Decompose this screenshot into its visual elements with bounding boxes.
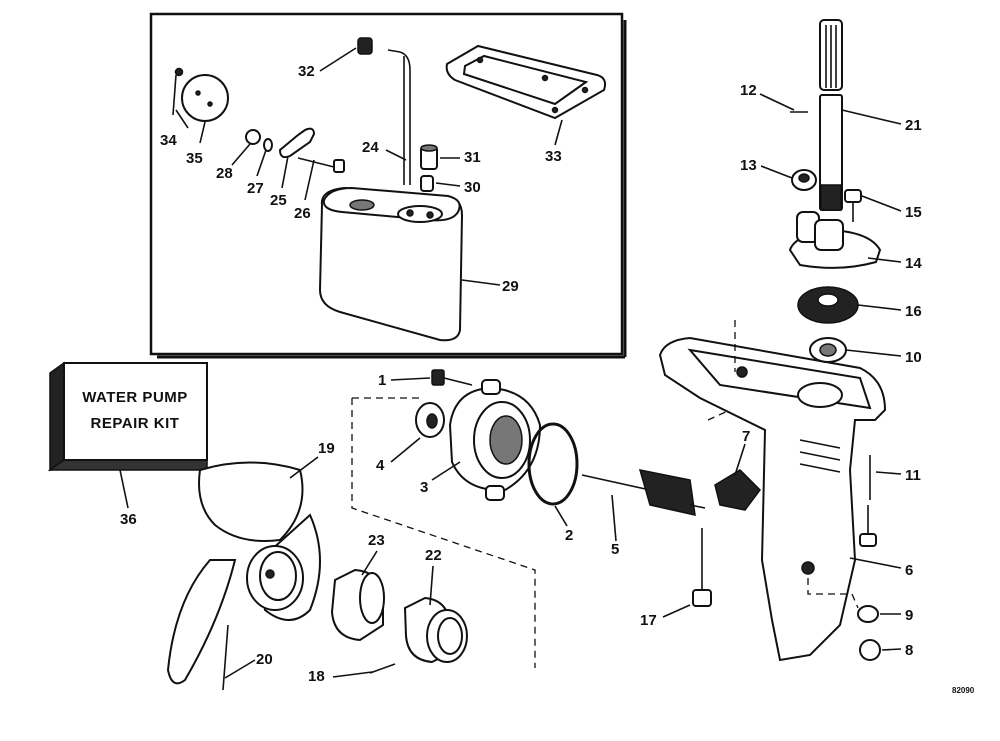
callout-16: 16: [905, 303, 922, 320]
callout-19: 19: [318, 440, 335, 457]
repair-kit-box: [47, 361, 208, 472]
part-25-bracket: [278, 127, 316, 159]
kit-dashed-outline: [351, 397, 536, 668]
part-26-bolt: [297, 157, 345, 173]
callout-17: 17: [640, 612, 657, 629]
leader-lines: [119, 47, 902, 679]
part-32-grommet: [357, 37, 373, 55]
part-18-shear-pin: [369, 663, 396, 674]
callout-24: 24: [362, 139, 379, 156]
align-line-3: [807, 578, 859, 609]
part-35-cover: [181, 74, 229, 122]
callout-14: 14: [905, 255, 922, 272]
callout-20: 20: [256, 651, 273, 668]
part-19-propeller: [166, 461, 321, 685]
part-34-screw: [172, 67, 184, 116]
part-2-o-ring: [527, 422, 579, 506]
callout-15: 15: [905, 204, 922, 221]
part-9-washer: [857, 605, 879, 623]
callout-6: 6: [905, 562, 913, 579]
part-13-bushing: [791, 169, 817, 191]
callout-5: 5: [611, 541, 619, 558]
callout-29: 29: [502, 278, 519, 295]
part-7-pinion: [714, 469, 761, 511]
callout-35: 35: [186, 150, 203, 167]
callout-10: 10: [905, 349, 922, 366]
part-24-water-tube: [387, 49, 411, 185]
callout-9: 9: [905, 607, 913, 624]
callout-4: 4: [376, 457, 385, 474]
part-4-spacer: [415, 402, 445, 438]
part-29-housing: [318, 186, 464, 342]
callout-30: 30: [464, 179, 481, 196]
part-33-gasket: [445, 44, 607, 120]
part-30-plug: [420, 175, 434, 192]
part-27-washer: [263, 138, 273, 152]
part-6-gearcase: [658, 336, 887, 662]
callout-2: 2: [565, 527, 573, 544]
callout-21: 21: [905, 117, 922, 134]
callout-31: 31: [464, 149, 481, 166]
part-17-bolt: [692, 528, 712, 607]
callout-34: 34: [160, 132, 177, 149]
callout-12: 12: [740, 82, 757, 99]
callout-28: 28: [216, 165, 233, 182]
callout-8: 8: [905, 642, 913, 659]
callout-25: 25: [270, 192, 287, 209]
callout-36: 36: [120, 511, 137, 528]
part-5-shaft-gear: [581, 469, 706, 516]
part-8-plug: [859, 639, 881, 661]
callout-18: 18: [308, 668, 325, 685]
kit-title-line1: WATER PUMP: [82, 389, 188, 406]
part-11-stud: [859, 455, 877, 547]
kit-title-line2: REPAIR KIT: [91, 415, 180, 432]
part-23-sleeve: [330, 568, 385, 642]
part-10-seal: [809, 337, 847, 363]
callout-27: 27: [247, 180, 264, 197]
callout-1: 1: [378, 372, 386, 389]
callout-23: 23: [368, 532, 385, 549]
part-28-nut: [245, 129, 261, 145]
callout-22: 22: [425, 547, 442, 564]
align-line-2: [707, 409, 731, 421]
part-21-driveshaft: [819, 19, 843, 211]
part-15-screw: [844, 189, 862, 222]
callout-13: 13: [740, 157, 757, 174]
callout-26: 26: [294, 205, 311, 222]
drawing-code: 82090: [952, 686, 975, 695]
callout-33: 33: [545, 148, 562, 165]
part-1-bolt: [431, 369, 473, 386]
callout-11: 11: [905, 467, 921, 484]
callout-3: 3: [420, 479, 428, 496]
part-31-bushing: [420, 144, 438, 170]
part-22-hub: [403, 596, 468, 664]
part-14-pump-housing: [788, 211, 882, 269]
callout-7: 7: [742, 428, 750, 445]
inset-frame: [149, 12, 627, 359]
callout-32: 32: [298, 63, 315, 80]
part-16-impeller: [797, 286, 859, 324]
part-3-pump-housing: [448, 379, 542, 501]
part-20-pin: [222, 624, 229, 691]
